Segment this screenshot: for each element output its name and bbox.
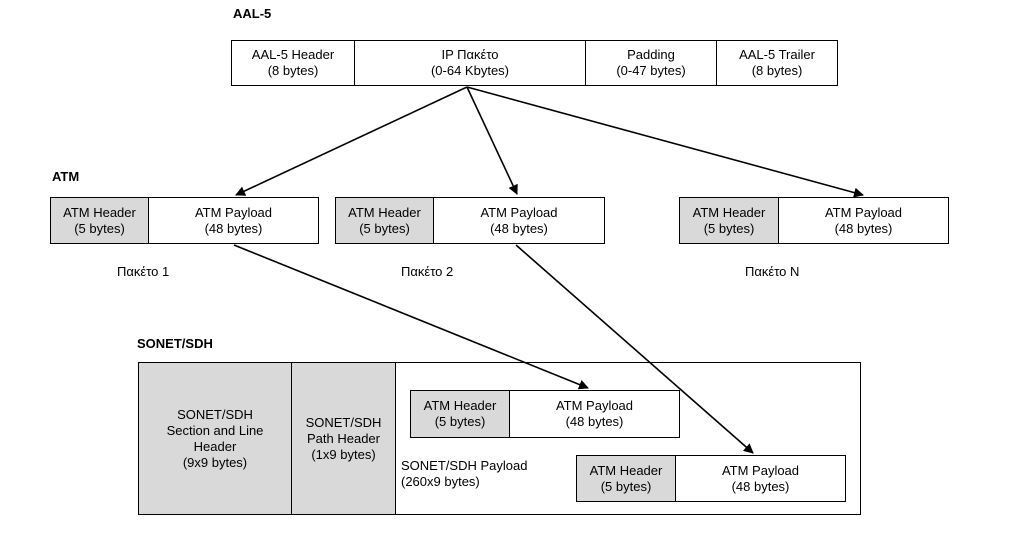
sonet-section-line-header: SONET/SDH Section and Line Header (9x9 b… — [138, 362, 292, 515]
atm-payload-field: ATM Payload (48 bytes) — [675, 455, 846, 502]
atm-header-field: ATM Header (5 bytes) — [335, 197, 434, 244]
packet-label-2: Πακέτο 2 — [401, 264, 454, 279]
atm-section-title: ATM — [52, 169, 80, 184]
sonet-payload-label: SONET/SDH Payload (260x9 bytes) — [401, 458, 528, 489]
aal5-trailer-field: AAL-5 Trailer (8 bytes) — [716, 40, 838, 86]
atm-header-field: ATM Header (5 bytes) — [679, 197, 779, 244]
arrow-ip-to-cell-1 — [235, 86, 468, 196]
atm-payload-field: ATM Payload (48 bytes) — [509, 390, 680, 438]
aal5-header-field: AAL-5 Header (8 bytes) — [231, 40, 355, 86]
atm-header-field: ATM Header (5 bytes) — [50, 197, 149, 244]
atm-payload-field: ATM Payload (48 bytes) — [433, 197, 605, 244]
sonet-section-title: SONET/SDH — [137, 336, 213, 351]
atm-payload-field: ATM Payload (48 bytes) — [778, 197, 949, 244]
arrow-ip-to-cell-n — [466, 86, 864, 198]
packet-label-1: Πακέτο 1 — [117, 264, 170, 279]
aal5-section-title: AAL-5 — [233, 6, 272, 21]
padding-field: Padding (0-47 bytes) — [585, 40, 717, 86]
atm-header-field: ATM Header (5 bytes) — [576, 455, 676, 502]
atm-header-field: ATM Header (5 bytes) — [410, 390, 510, 438]
atm-payload-field: ATM Payload (48 bytes) — [148, 197, 319, 244]
arrow-ip-to-cell-2 — [466, 86, 518, 195]
ip-packet-field: IP Πακέτο (0-64 Kbytes) — [354, 40, 586, 86]
sonet-path-header: SONET/SDH Path Header (1x9 bytes) — [291, 362, 396, 515]
packet-label-n: Πακέτο N — [745, 264, 800, 279]
